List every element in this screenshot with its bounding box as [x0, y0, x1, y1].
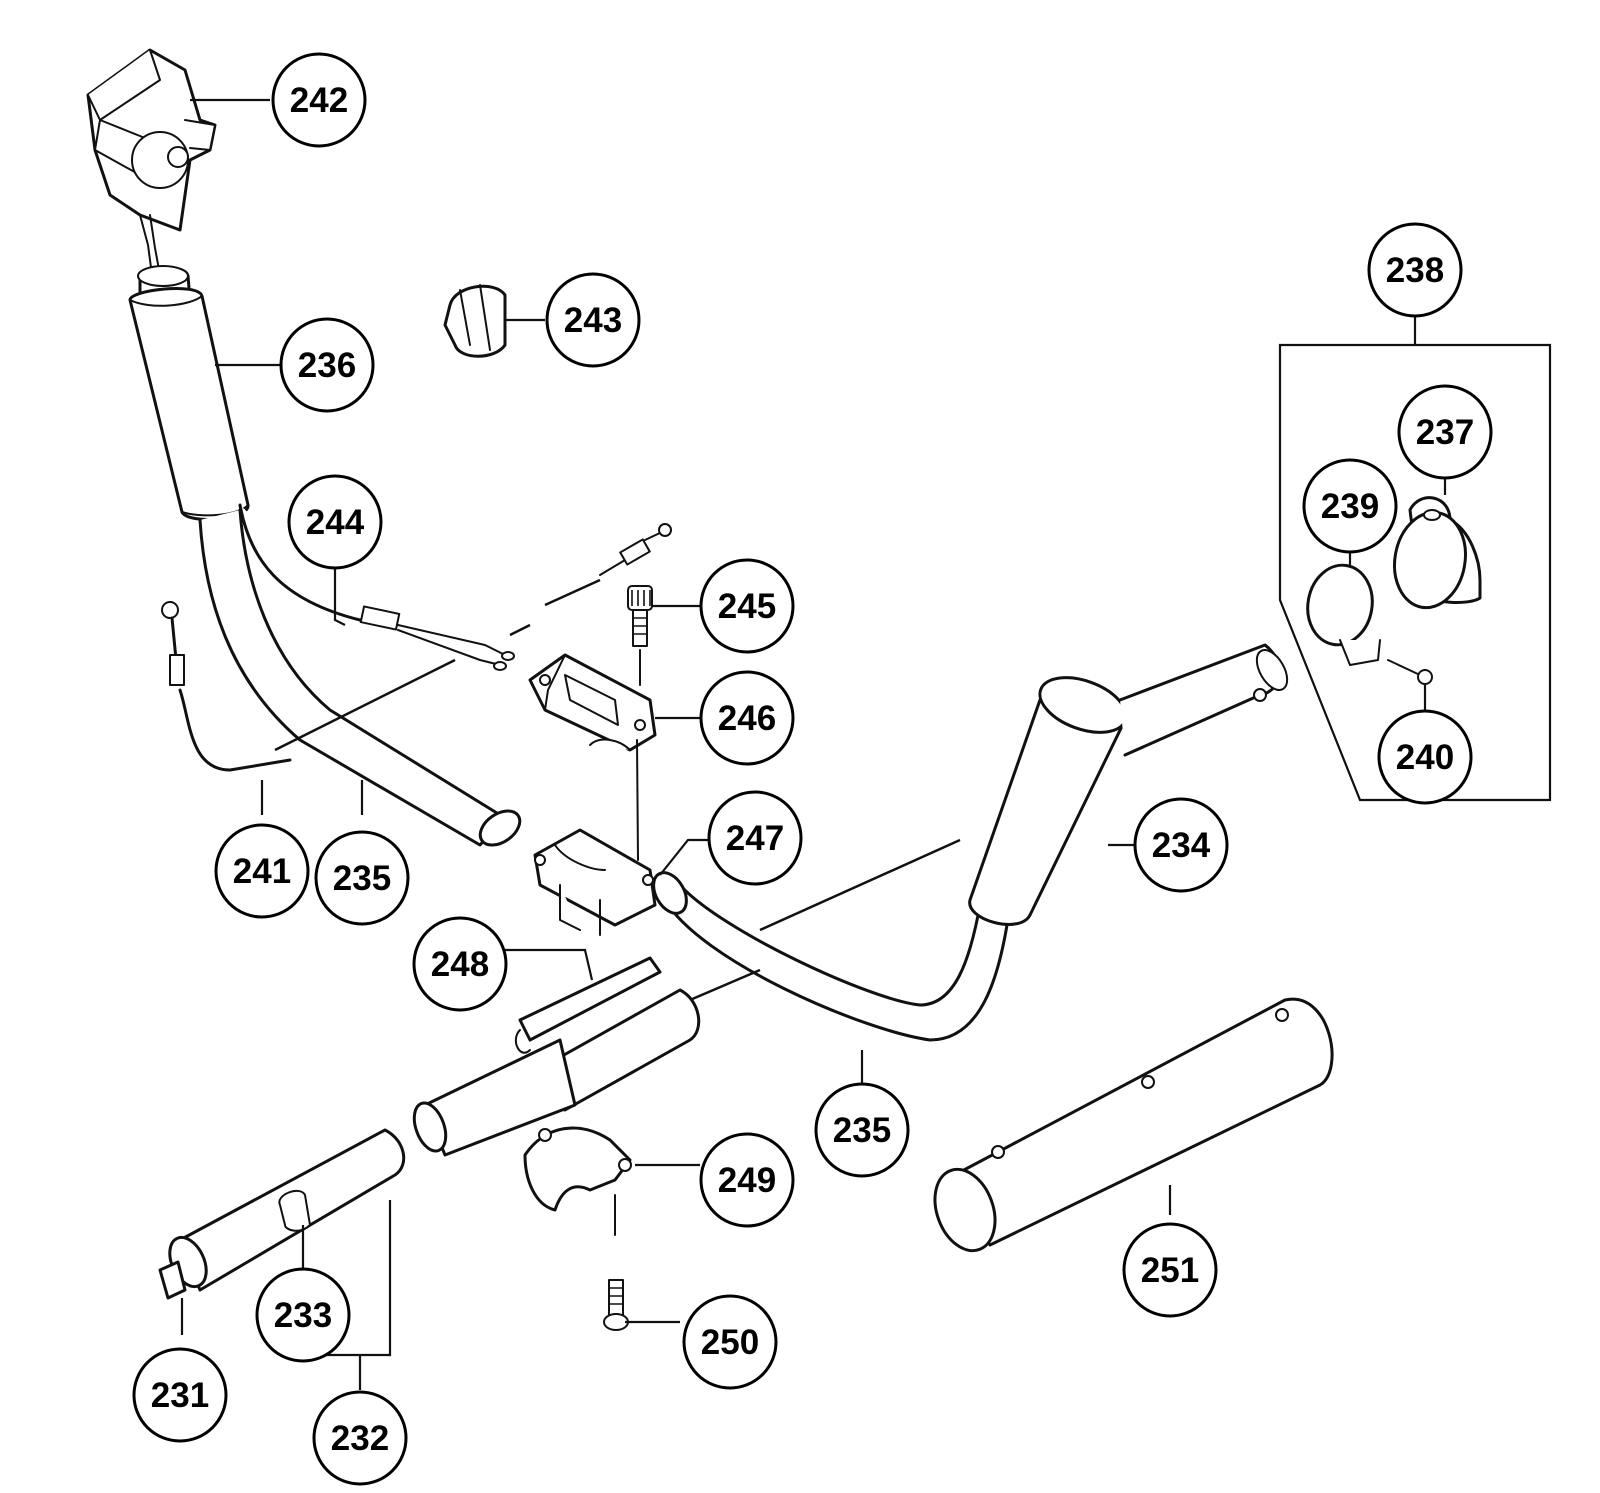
group-238-bracket	[1278, 313, 1552, 802]
callout-247-label: 247	[726, 819, 784, 858]
callout-240-label: 240	[1396, 738, 1454, 777]
part-248-shaft-sleeve	[514, 956, 701, 1112]
callout-232: 232	[312, 1390, 408, 1486]
part-250-bolt	[603, 1279, 629, 1331]
part-234-right-grip	[968, 676, 1128, 926]
callout-249: 249	[699, 1132, 795, 1228]
callout-234: 234	[1133, 797, 1229, 893]
callout-241-label: 241	[233, 852, 291, 891]
part-240-small-screw	[1387, 659, 1433, 685]
callout-238: 238	[1367, 222, 1463, 318]
part-251-outer-tube	[933, 997, 1334, 1253]
callout-239: 239	[1302, 458, 1398, 554]
part-249-bottom-clamp	[523, 1126, 632, 1236]
callout-246: 246	[699, 670, 795, 766]
callout-234-label: 234	[1152, 826, 1211, 865]
part-244-cable-sleeve	[238, 503, 515, 671]
callout-233: 233	[255, 1267, 351, 1363]
callout-236: 236	[279, 317, 375, 413]
part-241-throttle-cable	[161, 601, 292, 772]
part-239-clamp-band	[1306, 563, 1381, 666]
callout-247: 247	[707, 790, 803, 886]
callout-249-label: 249	[718, 1161, 776, 1200]
callout-251-label: 251	[1141, 1251, 1199, 1290]
assembly-axis-line	[274, 578, 601, 752]
part-246-upper-clamp	[528, 653, 657, 861]
callout-231: 231	[132, 1347, 228, 1443]
callout-236-label: 236	[298, 346, 356, 385]
callout-248-label: 248	[431, 945, 489, 984]
callout-231-label: 231	[151, 1376, 209, 1415]
callout-251: 251	[1122, 1222, 1218, 1318]
callout-237-label: 237	[1416, 413, 1474, 452]
part-235-right-tube	[652, 871, 1012, 1042]
callout-250-label: 250	[701, 1323, 759, 1362]
part-247-lower-clamp	[533, 828, 657, 936]
callout-235-left: 235	[314, 830, 410, 926]
main-shaft	[689, 643, 1289, 1002]
part-236-left-grip	[128, 265, 250, 521]
callout-242: 242	[271, 52, 367, 148]
part-235-left-tube	[198, 508, 522, 847]
callout-232-label: 232	[331, 1419, 389, 1458]
callout-235-right-label: 235	[833, 1111, 891, 1150]
callout-241: 241	[214, 823, 310, 919]
callout-237: 237	[1397, 384, 1493, 480]
callout-248: 248	[412, 916, 508, 1012]
callout-250: 250	[682, 1294, 778, 1390]
callout-233-label: 233	[274, 1296, 332, 1335]
callout-242-label: 242	[290, 81, 348, 120]
callout-238-label: 238	[1386, 251, 1444, 290]
part-242-switch-housing	[86, 48, 217, 276]
callout-243-label: 243	[564, 301, 622, 340]
callout-240: 240	[1377, 709, 1473, 805]
part-237-clamp-ring	[1393, 496, 1482, 610]
callout-239-label: 239	[1321, 487, 1379, 526]
callout-246-label: 246	[718, 699, 776, 738]
callout-244: 244	[287, 474, 383, 570]
callout-244-label: 244	[306, 503, 365, 542]
part-cable-end	[599, 523, 672, 576]
callout-245-label: 245	[718, 587, 776, 626]
part-232-drive-tube	[158, 1038, 577, 1300]
callout-235-right: 235	[814, 1082, 910, 1178]
callout-245: 245	[699, 558, 795, 654]
part-245-screw	[627, 585, 653, 686]
callout-235-left-label: 235	[333, 859, 391, 898]
part-243-clip	[443, 284, 507, 358]
callout-243: 243	[545, 272, 641, 368]
